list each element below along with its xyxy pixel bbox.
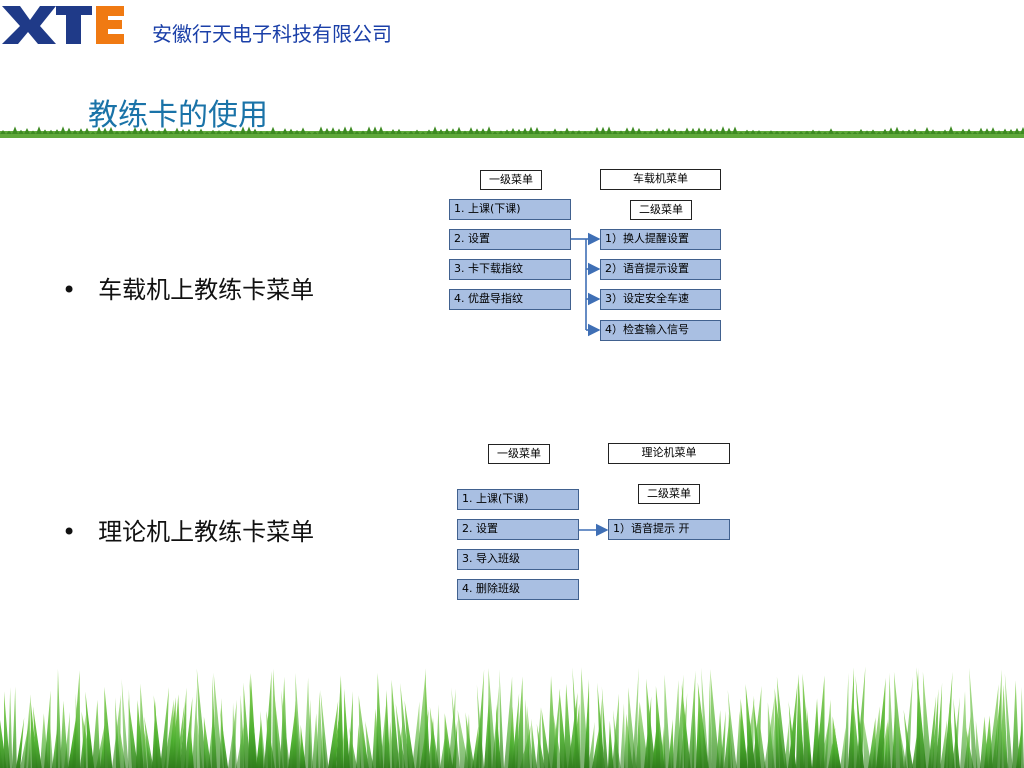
d2-level1-item: 1. 上课(下课) — [457, 489, 579, 510]
d1-level2-header: 二级菜单 — [630, 200, 692, 220]
d1-level2-item: 4）检查输入信号 — [600, 320, 721, 341]
d1-level1-item: 1. 上课(下课) — [449, 199, 571, 220]
grass-divider — [0, 126, 1024, 138]
d1-level2-item: 3）设定安全车速 — [600, 289, 721, 310]
d2-level1-header: 一级菜单 — [488, 444, 550, 464]
d2-level1-item: 2. 设置 — [457, 519, 579, 540]
d1-device-header: 车载机菜单 — [600, 169, 721, 190]
d1-level1-item: 3. 卡下载指纹 — [449, 259, 571, 280]
d1-level2-item: 1）换人提醒设置 — [600, 229, 721, 250]
grass-footer — [0, 666, 1024, 768]
bullet-vehicle-menu: • 车载机上教练卡菜单 — [62, 270, 314, 305]
d1-level1-item: 2. 设置 — [449, 229, 571, 250]
d2-level1-item: 3. 导入班级 — [457, 549, 579, 570]
d1-level1-header: 一级菜单 — [480, 170, 542, 190]
d1-level2-item: 2）语音提示设置 — [600, 259, 721, 280]
page-title: 教练卡的使用 — [88, 98, 268, 133]
bullet-symbol: • — [62, 276, 77, 304]
bullet-theory-menu: • 理论机上教练卡菜单 — [62, 512, 314, 547]
company-name: 安徽行天电子科技有限公司 — [152, 22, 392, 46]
d2-device-header: 理论机菜单 — [608, 443, 730, 464]
d1-level1-item: 4. 优盘导指纹 — [449, 289, 571, 310]
d2-level2-item: 1）语音提示 开 — [608, 519, 730, 540]
bullet-text: 车载机上教练卡菜单 — [98, 276, 315, 304]
d2-level1-item: 4. 删除班级 — [457, 579, 579, 600]
bullet-symbol: • — [62, 518, 77, 546]
xte-logo — [0, 0, 126, 48]
d2-level2-header: 二级菜单 — [638, 484, 700, 504]
bullet-text: 理论机上教练卡菜单 — [98, 518, 315, 546]
